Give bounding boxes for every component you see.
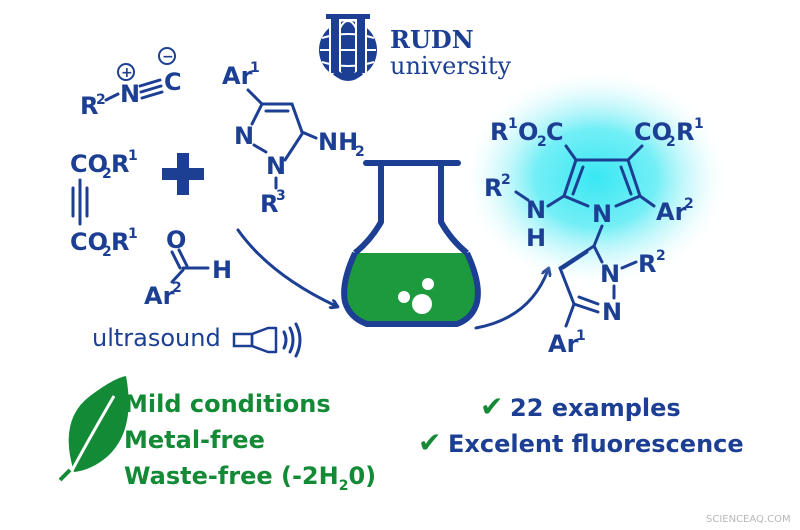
svg-text:CO: CO (70, 228, 108, 256)
svg-text:C: C (546, 118, 564, 146)
watermark: SCIENCEAQ.COM (706, 514, 791, 525)
svg-text:1: 1 (250, 60, 260, 76)
svg-text:NH: NH (318, 128, 358, 156)
svg-text:R: R (490, 118, 508, 146)
svg-text:Ar: Ar (222, 62, 253, 90)
svg-text:1: 1 (128, 148, 138, 164)
svg-text:N: N (592, 200, 612, 228)
aldehyde-reagent: O H Ar 2 (144, 226, 232, 310)
svg-text:CO: CO (634, 118, 672, 146)
svg-text:C: C (164, 68, 182, 96)
erlenmeyer-flask-icon (341, 160, 481, 327)
svg-text:N: N (234, 122, 254, 150)
svg-text:R: R (638, 250, 656, 278)
feature-waste-free: Waste-free (-2H20) (124, 462, 376, 494)
ultrasound-label: ultrasound (92, 324, 221, 352)
feature-fluorescence: ✔ Excelent fluorescence (418, 426, 744, 459)
svg-text:N: N (120, 80, 140, 108)
svg-text:H: H (212, 256, 232, 284)
svg-text:N: N (600, 260, 620, 288)
svg-text:2: 2 (656, 248, 666, 264)
feature-examples: ✔ 22 examples (480, 390, 681, 423)
svg-text:2: 2 (501, 172, 511, 188)
svg-text:R: R (111, 228, 129, 256)
ultrasound-row: ultrasound (92, 322, 302, 358)
svg-text:R: R (260, 190, 278, 218)
arrow-to-product-icon (474, 270, 548, 330)
svg-text:H: H (526, 224, 546, 252)
logo-university: university (390, 52, 511, 80)
svg-text:O: O (518, 118, 538, 146)
feature-mild-conditions: Mild conditions (124, 390, 331, 418)
svg-text:+: + (121, 65, 133, 81)
svg-text:Ar: Ar (144, 282, 175, 310)
arrow-into-flask-icon (236, 228, 336, 306)
svg-text:2: 2 (102, 166, 112, 182)
svg-text:Ar: Ar (656, 198, 687, 226)
svg-text:22 examples: 22 examples (510, 394, 681, 422)
svg-text:2: 2 (172, 280, 182, 296)
aminopyrazole-reagent: Ar 1 N N NH 2 R 3 (222, 60, 365, 218)
svg-text:N: N (266, 152, 286, 180)
svg-text:−: − (162, 49, 174, 65)
isocyanide-reagent: R 2 N + C − (80, 47, 182, 120)
svg-text:N: N (526, 196, 546, 224)
alkyne-diester-reagent: CO 2 R 1 CO 2 R 1 (70, 148, 138, 260)
svg-text:3: 3 (276, 188, 286, 204)
plus-sign-icon (162, 153, 204, 195)
svg-text:R: R (80, 92, 98, 120)
svg-text:O: O (166, 226, 186, 254)
svg-text:1: 1 (694, 116, 704, 132)
svg-text:1: 1 (508, 116, 518, 132)
svg-text:2: 2 (537, 134, 547, 150)
globe-emblem-icon (319, 14, 377, 81)
svg-text:2: 2 (102, 244, 112, 260)
svg-text:2: 2 (355, 144, 365, 160)
ultrasound-probe-icon (232, 322, 302, 358)
svg-text:Excelent fluorescence: Excelent fluorescence (448, 430, 744, 458)
svg-text:R: R (676, 118, 694, 146)
svg-text:2: 2 (684, 196, 694, 212)
checkmark-icon: ✔ (418, 426, 441, 459)
checkmark-icon: ✔ (480, 390, 503, 423)
feature-metal-free: Metal-free (124, 426, 265, 454)
logo-rudn: RUDN (390, 25, 474, 54)
rudn-logo: RUDN university (319, 14, 511, 81)
product-pyrrole: R 1 O 2 C CO 2 R 1 N N H R 2 Ar 2 (461, 68, 731, 358)
svg-text:N: N (602, 298, 622, 326)
svg-text:R: R (484, 174, 502, 202)
svg-text:2: 2 (96, 92, 106, 108)
svg-text:2: 2 (666, 134, 676, 150)
leaf-icon (58, 376, 129, 482)
svg-text:CO: CO (70, 150, 108, 178)
svg-text:R: R (111, 150, 129, 178)
svg-text:Ar: Ar (548, 330, 579, 358)
fluorescence-glow (461, 68, 731, 288)
svg-text:1: 1 (576, 328, 586, 344)
svg-text:1: 1 (128, 226, 138, 242)
